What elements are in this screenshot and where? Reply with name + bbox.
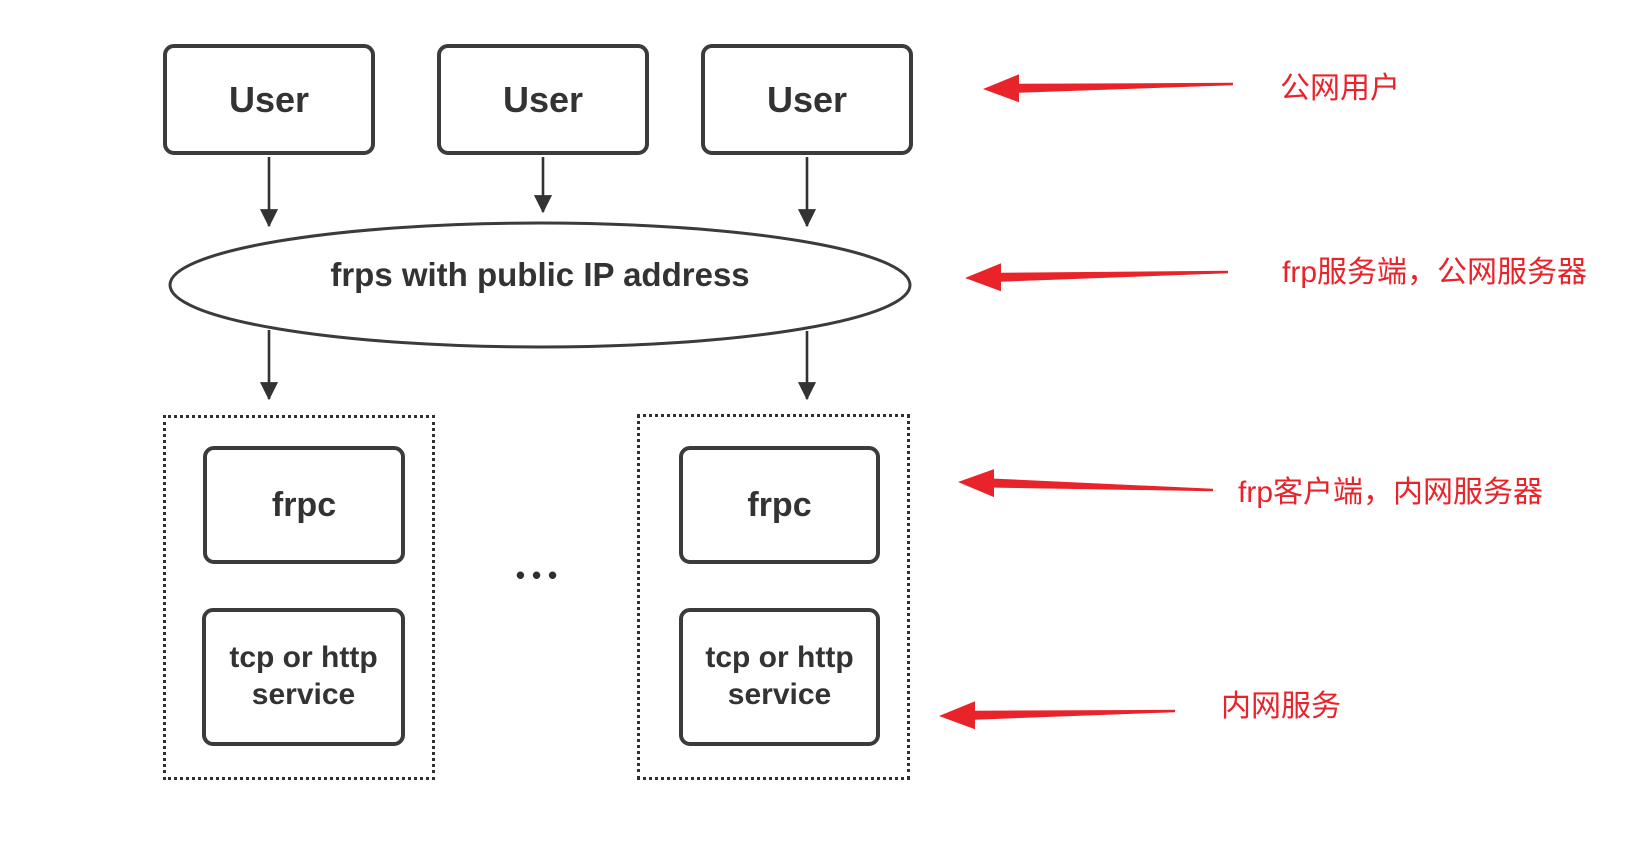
client-group-right: frpc tcp or http service <box>637 414 910 780</box>
frpc-box: frpc <box>679 446 880 564</box>
annotation-label-frp-client: frp客户端，内网服务器 <box>1238 476 1544 509</box>
red-arrow-icon-public-users <box>983 74 1233 103</box>
frps-label: frps with public IP address <box>330 256 750 293</box>
user-box: User <box>437 44 649 155</box>
service-box: tcp or http service <box>202 608 405 746</box>
service-label: tcp or http service <box>229 641 378 711</box>
annotation-label-internal-service: 内网服务 <box>1221 690 1341 723</box>
client-group-left: frpc tcp or http service <box>163 415 435 780</box>
service-label: tcp or http service <box>705 641 854 711</box>
user-label: User <box>228 78 310 120</box>
red-arrow-icon-internal-service <box>939 701 1175 730</box>
frpc-label: frpc <box>747 485 812 524</box>
annotation-label-public-users: 公网用户 <box>1280 72 1400 105</box>
frpc-box: frpc <box>203 446 405 564</box>
service-box: tcp or http service <box>679 608 880 746</box>
red-arrow-icon-frp-server <box>965 263 1228 292</box>
red-arrow-icon-frp-client <box>958 469 1213 498</box>
user-box: User <box>163 44 375 155</box>
user-label: User <box>502 78 584 120</box>
ellipsis-dots: ••• <box>515 560 565 590</box>
frpc-label: frpc <box>271 485 337 524</box>
annotation-label-frp-server: frp服务端，公网服务器 <box>1282 256 1588 289</box>
user-label: User <box>766 78 848 120</box>
user-box: User <box>701 44 913 155</box>
